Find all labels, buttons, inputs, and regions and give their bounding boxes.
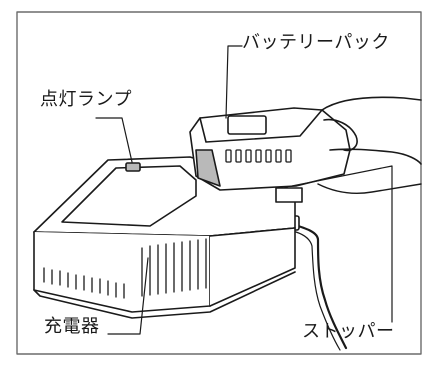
battery-pack-display	[227, 115, 267, 135]
indicator-lamp-label: 点灯ランプ	[40, 89, 132, 110]
front-vent-slots	[43, 267, 125, 299]
charger-side	[209, 227, 296, 307]
side-vent-slots	[141, 238, 207, 297]
lamp-leader-line	[95, 117, 133, 163]
charger-label: 充電器	[44, 316, 100, 337]
charger-leader-line	[107, 257, 149, 335]
battery-pack-label: バッテリーパック	[242, 32, 390, 53]
hand-finger	[317, 183, 422, 194]
power-cord-edge	[295, 231, 341, 351]
battery-pack-top	[199, 109, 323, 143]
pack-leader-line	[225, 45, 243, 119]
power-cord	[290, 222, 348, 350]
stopper-leader-line	[291, 165, 393, 323]
indicator-lamp	[125, 162, 141, 172]
battery-pack-shade	[195, 149, 221, 187]
illustration-frame	[16, 11, 422, 355]
battery-pack-vent-slots	[225, 149, 292, 163]
stopper-label: ストッパー	[302, 321, 395, 342]
charger-base	[33, 271, 296, 319]
hand	[321, 96, 422, 165]
charger-top-inner	[61, 165, 197, 227]
stopper	[275, 187, 303, 203]
